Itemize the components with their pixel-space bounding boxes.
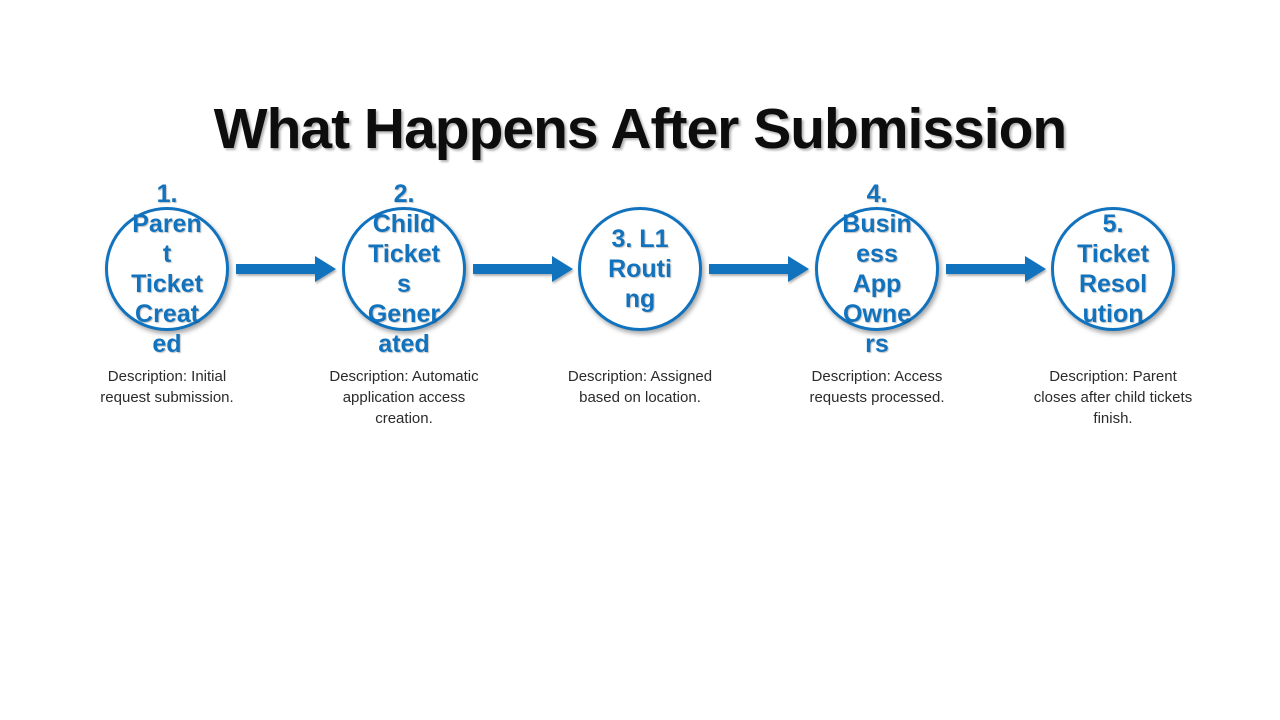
process-step-circle-1	[105, 207, 229, 331]
arrow-shaft	[709, 264, 790, 274]
arrow-head	[1025, 256, 1046, 282]
arrow-head	[788, 256, 809, 282]
flow-arrow-icon	[709, 256, 809, 282]
arrow-head	[552, 256, 573, 282]
flow-arrow-icon	[946, 256, 1046, 282]
process-step-description-3: Description: Assigned based on location.	[567, 368, 713, 406]
arrow-shaft	[473, 264, 554, 274]
process-step-circle-5	[1051, 207, 1175, 331]
process-step-description-4: Description: Access requests processed.	[809, 368, 945, 406]
arrow-shaft	[236, 264, 317, 274]
process-step-description-5: Description: Parent closes after child t…	[1033, 368, 1193, 427]
process-step-circle-2	[342, 207, 466, 331]
process-step-description-2: Description: Automatic application acces…	[329, 368, 479, 427]
process-step-circle-4	[815, 207, 939, 331]
process-step-label-1: 1. Paren t Ticket Creat ed	[131, 180, 203, 358]
process-step-label-3: 3. L1 Routi ng	[608, 225, 672, 313]
process-step-label-5: 5. Ticket Resol ution	[1077, 210, 1149, 328]
process-step-label-4: 4. Busin ess App Owne rs	[842, 180, 912, 358]
slide-title: What Happens After Submission	[213, 97, 1067, 162]
process-step-label-2: 2. Child Ticket s Gener ated	[367, 180, 441, 358]
arrow-shaft	[946, 264, 1027, 274]
process-step-circle-3	[578, 207, 702, 331]
flow-arrow-icon	[236, 256, 336, 282]
arrow-head	[315, 256, 336, 282]
flow-arrow-icon	[473, 256, 573, 282]
process-step-description-1: Description: Initial request submission.	[100, 368, 234, 406]
